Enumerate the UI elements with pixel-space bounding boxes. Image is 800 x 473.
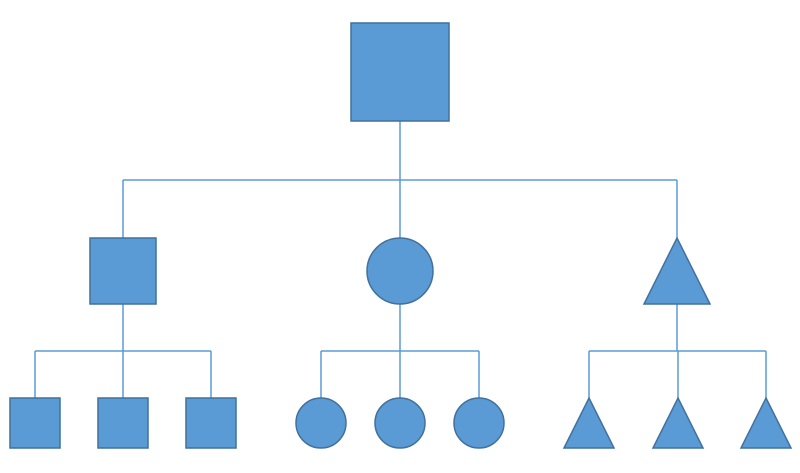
- triangle-leaf-node: [651, 396, 705, 449]
- square-leaf-node: [97, 397, 149, 449]
- connector-lines: [34, 121, 767, 398]
- circle-leaf-node: [374, 397, 426, 449]
- circle-leaf-node: [295, 397, 347, 449]
- circle-leaf-node: [453, 397, 505, 449]
- square-leaf-node: [9, 397, 61, 449]
- triangle-leaf-node: [739, 396, 793, 449]
- shape-nodes: [9, 22, 793, 449]
- triangle-leaf-node: [562, 396, 616, 449]
- square-leaf-node: [185, 397, 237, 449]
- triangle-parent-node: [642, 236, 712, 305]
- circle-parent-node: [366, 237, 434, 305]
- square-parent-node: [89, 237, 157, 305]
- root-square-node: [350, 22, 450, 122]
